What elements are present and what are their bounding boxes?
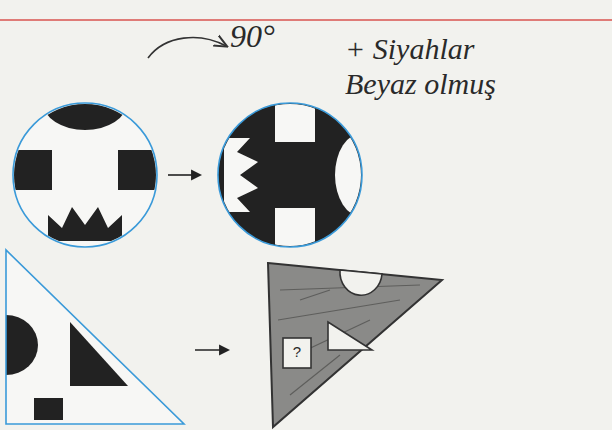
red-rule bbox=[0, 19, 612, 21]
handwritten-note: + Siyahlar Beyaz olmuş bbox=[345, 32, 550, 101]
circle-figure bbox=[9, 76, 161, 247]
rotation-angle: 90° bbox=[230, 18, 300, 55]
circle-figure-rotated bbox=[218, 99, 389, 251]
arrow bbox=[195, 349, 228, 351]
arrow bbox=[168, 174, 200, 176]
rotation-arrow bbox=[148, 38, 226, 58]
question-mark: ? bbox=[284, 343, 310, 360]
triangle-figure bbox=[6, 250, 184, 424]
sketched-triangle bbox=[268, 263, 442, 427]
